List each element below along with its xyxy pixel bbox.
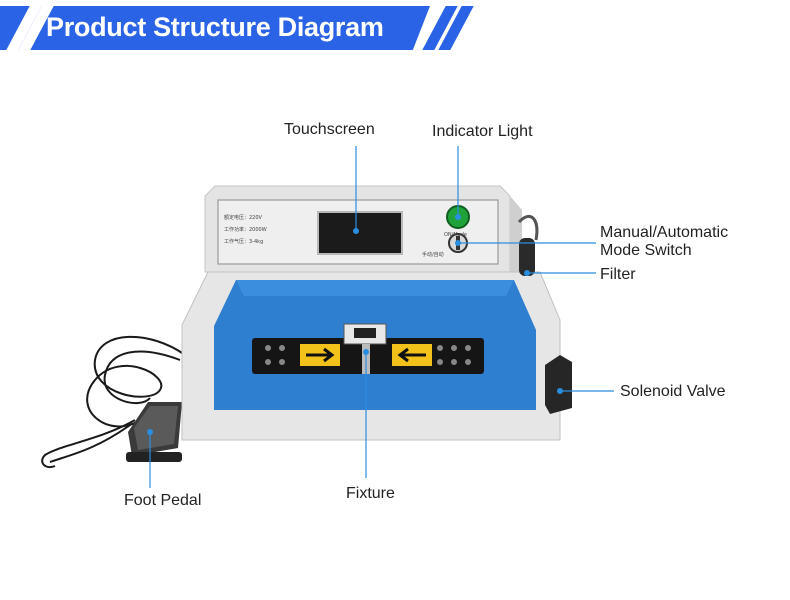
spec-line-3: 工作气压：3-4kg	[224, 238, 263, 245]
label-touchscreen: Touchscreen	[284, 121, 375, 138]
header-banner	[0, 6, 430, 50]
leader-dot-solenoid	[557, 388, 563, 394]
label-filter: Filter	[600, 266, 636, 283]
leader-dot-fixture	[363, 349, 369, 355]
leader-dot-pedal	[147, 429, 153, 435]
pedal-cable	[41, 335, 186, 468]
label-fixture: Fixture	[346, 485, 395, 502]
label-solenoid-valve: Solenoid Valve	[620, 383, 726, 400]
page-title: Product Structure Diagram	[46, 12, 384, 42]
spec-line-1: 额定电压：220V	[224, 214, 263, 221]
leader-dot-filter	[524, 270, 530, 276]
machine-body	[181, 185, 572, 441]
label-mode-switch-line1: Manual/Automatic	[600, 224, 729, 241]
label-mode-switch-line2: Mode Switch	[600, 242, 692, 259]
leader-dot-touchscreen	[353, 228, 359, 234]
spec-line-2: 工作功率：2000W	[224, 226, 267, 233]
label-foot-pedal: Foot Pedal	[124, 492, 202, 509]
leader-dots	[147, 214, 563, 435]
label-indicator-light: Indicator Light	[432, 123, 533, 140]
foot-pedal	[126, 402, 182, 462]
mode-panel-label: 手动/自动	[422, 251, 444, 258]
leader-lines	[149, 146, 614, 488]
leader-dot-indicator	[455, 214, 461, 220]
leader-dot-mode-switch	[455, 240, 461, 246]
switch-panel-label: ON/Mode	[444, 232, 467, 238]
